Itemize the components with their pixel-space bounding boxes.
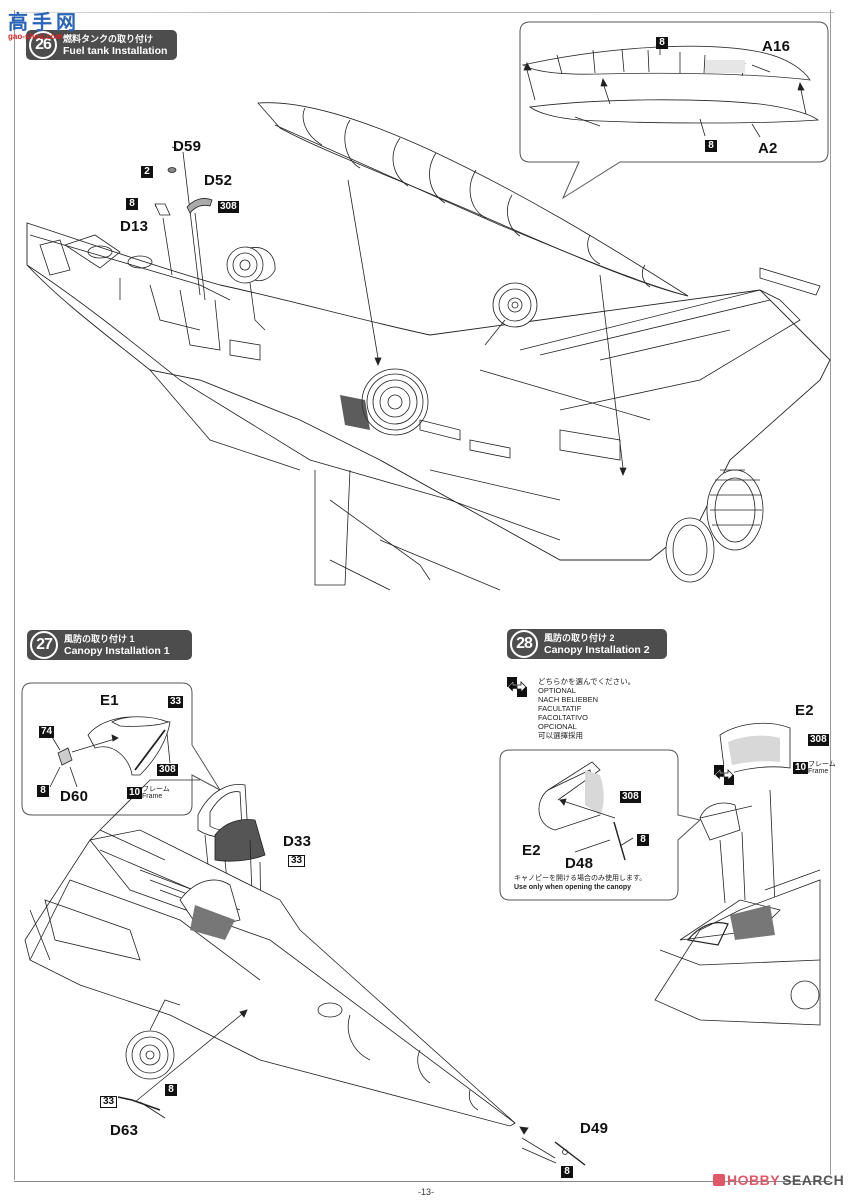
optional-note-de: NACH BELIEBEN xyxy=(538,695,599,704)
paint-code-d63-right: 8 xyxy=(165,1084,177,1096)
fuel-tank-callout-outline xyxy=(519,21,829,200)
part-d13-label: D13 xyxy=(120,218,149,235)
frame-label-27: フレーム Frame xyxy=(142,786,170,800)
page-bottom-rule xyxy=(14,1181,830,1182)
part-d52-label: D52 xyxy=(204,172,233,189)
aircraft-lower-right-drawing xyxy=(654,722,821,1026)
step-28-title-en: Canopy Installation 2 xyxy=(544,644,650,656)
optional-arrows-icon xyxy=(507,677,527,697)
paint-code-d60-bottom: 8 xyxy=(37,785,49,797)
watermark-gaoshou: 高手网 gao-shou.com xyxy=(8,6,80,41)
canopy-open-note-jp: キャノピーを開ける場合のみ使用します。 xyxy=(514,875,647,882)
part-d59-label: D59 xyxy=(173,138,202,155)
aircraft-upper-drawing xyxy=(26,146,831,591)
part-e2-label: E2 xyxy=(795,702,814,719)
step-27-title-jp: 風防の取り付け 1 xyxy=(64,634,135,644)
paint-code-d48: 8 xyxy=(637,834,649,846)
step-27-header: 27 風防の取り付け 1 Canopy Installation 1 xyxy=(27,630,192,660)
page-right-rule xyxy=(830,10,831,1175)
part-e1-label: E1 xyxy=(100,692,119,709)
fuel-tank-drawing xyxy=(257,102,689,297)
paint-code-e1-side: 308 xyxy=(157,764,178,776)
step-26-header: 26 燃料タンクの取り付け Fuel tank Installation xyxy=(26,30,178,60)
aircraft-lower-left-drawing xyxy=(24,779,586,1166)
step-28-number: 28 xyxy=(510,630,538,658)
step-27-title-en: Canopy Installation 1 xyxy=(64,645,170,657)
part-d60-label: D60 xyxy=(60,788,89,805)
paint-code-e2-callout: 308 xyxy=(620,791,641,803)
page-top-rule xyxy=(14,12,834,13)
step-26-title-jp: 燃料タンクの取り付け xyxy=(63,34,154,44)
step-26-number: 26 xyxy=(29,31,57,59)
optional-arrows-icon-2 xyxy=(714,765,734,785)
frame-label-28-en: Frame xyxy=(808,768,829,775)
canopy-callout-outline xyxy=(21,682,222,816)
hobbysearch-logo-icon xyxy=(713,1174,725,1186)
paint-code-frame-27: 10 xyxy=(127,787,143,799)
optional-note-fr: FACULTATIF xyxy=(538,704,582,713)
part-d48-label: D48 xyxy=(565,855,594,872)
paint-code-a2: 8 xyxy=(705,140,717,152)
part-e2-callout-label: E2 xyxy=(522,842,541,859)
step-27-number: 27 xyxy=(30,631,58,659)
part-d49-label: D49 xyxy=(580,1120,609,1137)
paint-code-d60-top: 74 xyxy=(39,726,55,738)
frame-label-28: フレーム Frame xyxy=(808,761,836,775)
paint-code-d59: 2 xyxy=(141,166,153,178)
optional-note-en: OPTIONAL xyxy=(538,686,576,695)
paint-code-d49: 8 xyxy=(561,1166,573,1178)
paint-code-frame-28: 10 xyxy=(793,762,809,774)
optional-note-jp: どちらかを選んでください。 xyxy=(538,677,636,686)
canopy-open-note: キャノピーを開ける場合のみ使用します。 Use only when openin… xyxy=(514,874,646,892)
optional-note-es: OPCIONAL xyxy=(538,722,577,731)
paint-code-e2: 308 xyxy=(808,734,829,746)
watermark-gaoshou-cn: 高手网 xyxy=(8,12,80,34)
optional-note-it: FACOLTATIVO xyxy=(538,713,589,722)
part-a16-label: A16 xyxy=(762,38,791,55)
paint-code-d33: 33 xyxy=(288,855,306,867)
hobbysearch-brand: HOBBY xyxy=(727,1172,781,1188)
frame-label-28-jp: フレーム xyxy=(808,761,836,768)
paint-code-d52: 308 xyxy=(218,201,239,213)
hobbysearch-suffix: SEARCH xyxy=(782,1172,845,1188)
optional-note: どちらかを選んでください。 OPTIONAL NACH BELIEBEN FAC… xyxy=(538,677,635,740)
canopy-open-callout-outline xyxy=(499,749,702,901)
part-d63-label: D63 xyxy=(110,1122,139,1139)
paint-code-d13: 8 xyxy=(126,198,138,210)
paint-code-a16: 8 xyxy=(656,37,668,49)
step-26-title-en: Fuel tank Installation xyxy=(63,45,168,57)
page-left-rule xyxy=(14,10,15,1180)
part-a2-label: A2 xyxy=(758,140,778,157)
page-number: -13- xyxy=(418,1187,435,1197)
canopy-open-note-en: Use only when opening the canopy xyxy=(514,884,632,891)
step-28-title-jp: 風防の取り付け 2 xyxy=(544,633,615,643)
step-28-header: 28 風防の取り付け 2 Canopy Installation 2 xyxy=(507,629,667,659)
frame-label-27-jp: フレーム xyxy=(142,786,170,793)
watermark-gaoshou-url: gao-shou.com xyxy=(8,32,63,41)
optional-note-cn: 可以選擇採用 xyxy=(538,731,583,740)
paint-code-e1-top: 33 xyxy=(168,696,184,708)
part-d33-label: D33 xyxy=(283,833,312,850)
frame-label-27-en: Frame xyxy=(142,793,163,800)
paint-code-d63-left: 33 xyxy=(100,1096,118,1108)
